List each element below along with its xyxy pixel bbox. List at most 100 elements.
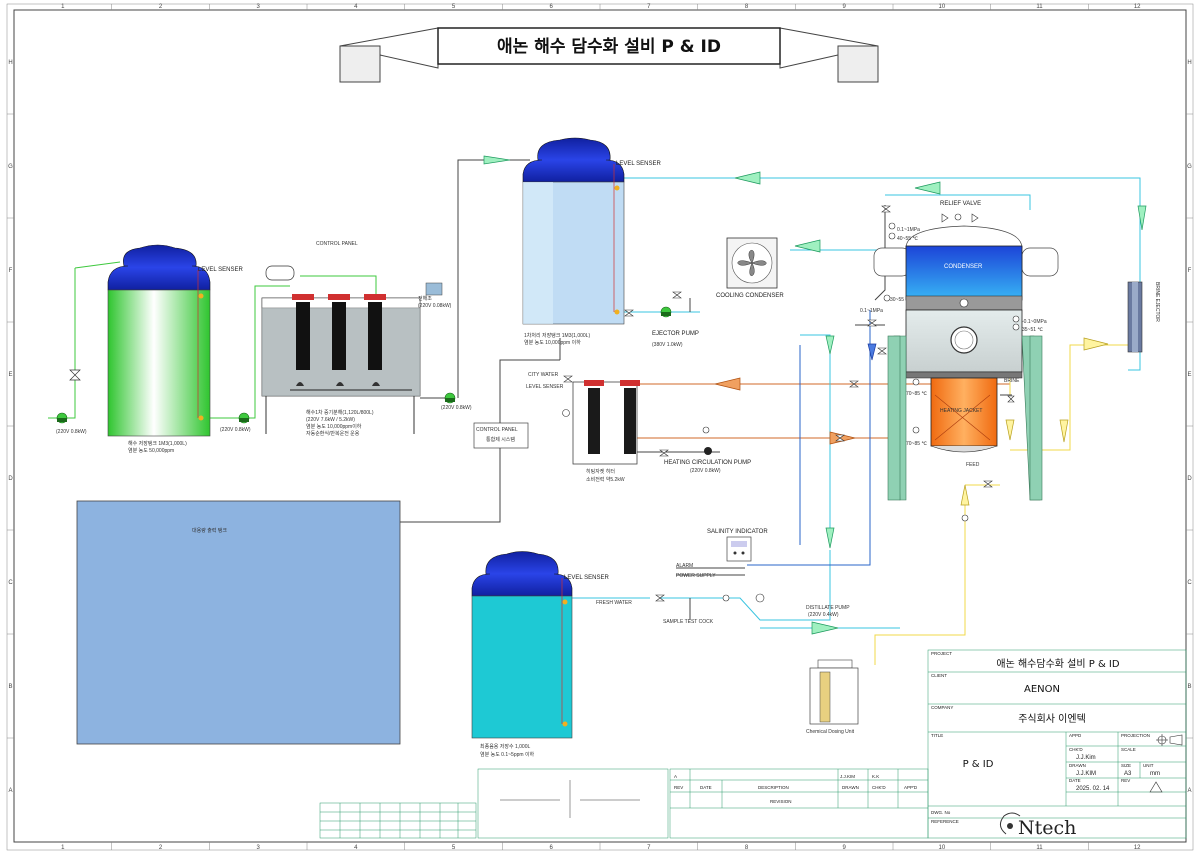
pressure-b: 0.1~1MPa [860,308,883,314]
grid-col-top-label: 11 [1036,4,1043,10]
grid-col-bottom-label: 8 [745,845,749,851]
pretreat-tank-label-2: 염분 농도 10,000ppm 이하 [524,339,581,346]
revision-header-drawn: DRAWN [842,785,859,790]
temperature-d: 70~85 ℃ [906,391,927,397]
tb-chkd-label: CHK'D [1069,747,1083,752]
grid-row-left-label: F [9,268,13,274]
grid-col-bottom-label: 7 [647,845,651,851]
dosing-box-label: 전해조 [418,295,432,302]
tb-company-label: COMPANY [931,705,953,710]
grid-row-left-label: A [8,788,12,794]
grid-col-top-label: 9 [842,4,846,10]
grid-col-bottom-label: 2 [159,845,163,851]
seawater-tank-label-2: 염분 농도 50,000ppm [128,447,174,454]
grid-row-right-label: B [1187,684,1191,690]
revision-drawn-value: J.J.KIM [840,774,855,779]
instruments-column [563,205,1020,602]
chemical-dosing-unit [809,659,859,725]
grid-col-bottom-label: 9 [842,845,846,851]
grid-col-bottom-label: 6 [549,845,553,851]
brine-ejector-label: BRINE EJECTOR [1154,282,1160,322]
city-water-label: CITY WATER [528,372,559,378]
fresh-tank-label-1: 최종음용 저장수 1,000L [480,743,530,750]
evaporator-label-3: 염분 농도 10,000ppm이하 [306,423,362,430]
grid-row-right-label: G [1187,164,1192,170]
valve-seawater-fill [69,369,81,381]
grid-row-right-label: C [1187,580,1192,586]
grid-col-top-label: 3 [256,4,260,10]
tb-drawn-label: DRAWN [1069,763,1086,768]
control-panel-2-label: CONTROL PANEL [476,427,518,433]
pump-evaporator-out [444,392,456,404]
grid-row-right-label: E [1187,372,1191,378]
grid-col-top-label: 7 [647,4,651,10]
grid-col-top-label: 5 [452,4,456,10]
grid-col-bottom-label: 10 [938,845,945,851]
grid-col-top-label: 6 [549,4,553,10]
grid-col-top-label: 4 [354,4,358,10]
grid-col-bottom-label: 12 [1134,845,1141,851]
tb-size-label: SIZE [1121,763,1131,768]
grid-col-bottom-label: 3 [256,845,260,851]
ejector-pump-label: EJECTOR PUMP [652,331,699,337]
revision-header-appd: APP'D [904,785,918,790]
control-panel-2-sub: 통합제 시스템 [486,436,515,443]
projection-symbol-icon [1156,734,1183,746]
revision-header-description: DESCRIPTION [758,785,789,790]
heating-pump-power: (220V 0.8kW) [690,468,721,474]
revision-header-rev: REV [674,785,683,790]
tb-chkd: J.J.Kim [1076,755,1096,761]
grid-col-top-label: 2 [159,4,163,10]
pretreat-level-senser-label: LEVEL SENSER [616,161,661,167]
grid-row-left-label: D [8,476,13,482]
tb-rev-label: REV [1121,778,1130,783]
desalination-column [873,225,1143,501]
pressure-c: -0.1~0MPa [1022,319,1047,325]
brine-label: BRINE [1004,378,1020,384]
distillate-pump-label: DISTILLATE PUMP [806,605,850,611]
seawater-tank [107,244,211,437]
revision-block [669,768,929,839]
grid-col-top-label: 1 [61,4,65,10]
pump-seawater-in-power: (220V 0.8kW) [56,429,87,435]
condenser-label: CONDENSER [944,264,983,270]
grid-col-bottom-label: 11 [1036,845,1043,851]
heater-level-senser-label: LEVEL SENSER [526,384,564,390]
tb-ref-label: REFERENCE [931,819,959,824]
tb-unit-label: UNIT [1143,763,1154,768]
fresh-water-tank [471,551,573,739]
tb-drawn: J.J.KIM [1076,771,1096,777]
evaporator-label-2: (220V 7.6kW / 5.2kW) [306,417,355,423]
distillate-pump-power: (220V 0.4kW) [808,612,839,618]
revision-header-chkd: CHK'D [872,785,886,790]
symbol-legend [319,768,669,839]
pressure-a: 0.1~1MPa [897,227,920,233]
title-banner: 애논 해수 담수화 설비 P & ID [339,27,879,83]
grid-row-right-label: A [1187,788,1191,794]
seawater-level-senser-label: LEVEL SENSER [198,267,243,273]
evaporator-unit-1 [261,265,443,434]
revision-header-date: DATE [700,785,712,790]
pretreat-tank-label-1: 1차처리 저장탱크 1M3(1,000L) [524,332,590,339]
grid-col-top-label: 8 [745,4,749,10]
salinity-indicator-label: SALINITY INDICATOR [707,529,768,535]
dosing-box-power: (220V 0.08kW) [418,303,452,309]
pretreat-tank [522,137,625,325]
tb-appd-label: APPD [1069,733,1082,738]
tb-client-label: CLIENT [931,673,947,678]
pump-seawater-in [56,412,68,424]
grid-row-left-label: E [8,372,12,378]
heater-unit [562,380,712,465]
grid-col-bottom-label: 1 [61,845,65,851]
control-panel-2 [473,422,529,449]
temperature-b: 30~55 [890,297,904,303]
heater-label-2: 소비전력 약5.2kW [586,476,625,483]
cooling-condenser [726,237,778,289]
grid-col-bottom-label: 5 [452,845,456,851]
page-title: 애논 해수 담수화 설비 P & ID [497,37,721,57]
ejector-pump-power: (380V 1.0kW) [652,342,683,348]
